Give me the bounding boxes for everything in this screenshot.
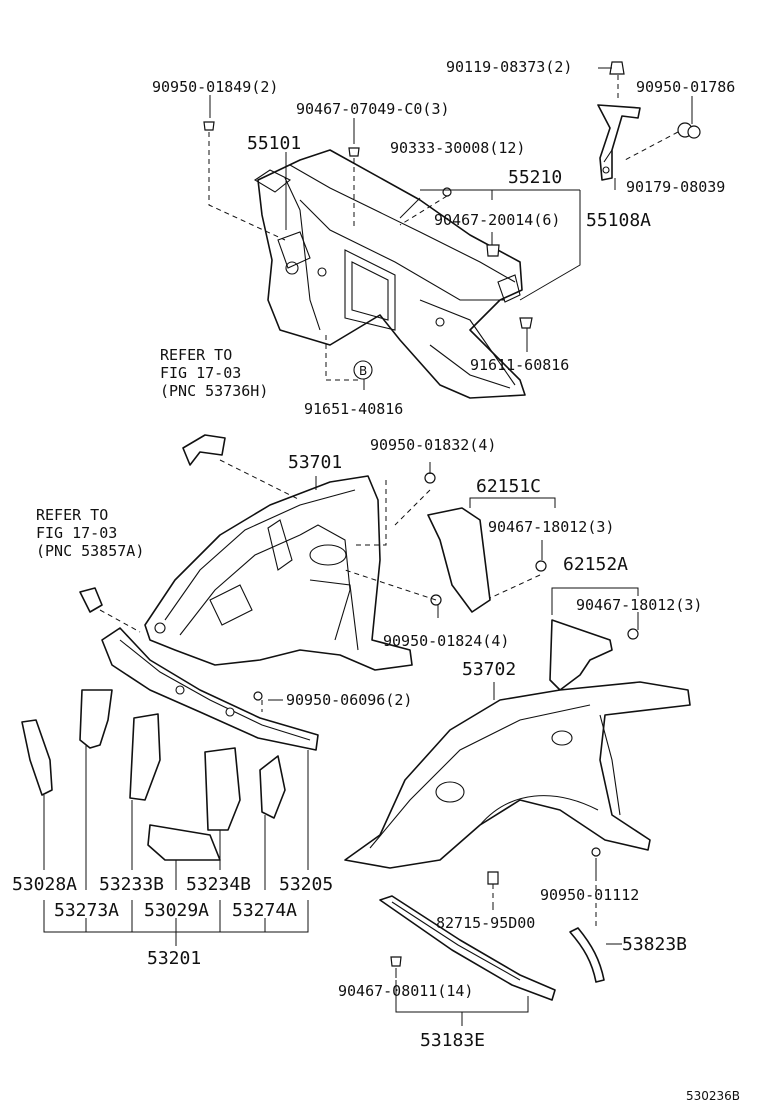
callout-90333-30008: 90333-30008(12) bbox=[390, 139, 525, 157]
callout-55101: 55101 bbox=[247, 133, 301, 154]
radiator-support-assembly bbox=[253, 149, 526, 399]
callout-90950-01849: 90950-01849(2) bbox=[152, 78, 278, 96]
callout-91611-60816: 91611-60816 bbox=[470, 356, 569, 374]
leader-lines bbox=[43, 67, 693, 1026]
left-reference-bracket bbox=[79, 587, 103, 613]
callout-53701: 53701 bbox=[288, 452, 342, 473]
callout-90467-08011: 90467-08011(14) bbox=[338, 982, 473, 1000]
front-side-member bbox=[101, 627, 319, 751]
callout-90467-18012-a: 90467-18012(3) bbox=[488, 518, 614, 536]
callout-53233b: 53233B bbox=[99, 874, 164, 895]
callout-90950-01112: 90950-01112 bbox=[540, 886, 639, 904]
callout-53234b: 53234B bbox=[186, 874, 251, 895]
callout-90950-01786: 90950-01786 bbox=[636, 78, 735, 96]
callout-90467-18012-b: 90467-18012(3) bbox=[576, 596, 702, 614]
callout-53274a: 53274A bbox=[232, 900, 297, 921]
reference-notes: REFER TO FIG 17-03 (PNC 53736H) REFER TO… bbox=[36, 346, 268, 560]
refer-upper-line3: (PNC 53736H) bbox=[160, 382, 268, 400]
refer-upper-line2: FIG 17-03 bbox=[160, 364, 241, 382]
callout-90950-01832: 90950-01832(4) bbox=[370, 436, 496, 454]
callout-90950-06096: 90950-06096(2) bbox=[286, 691, 412, 709]
callout-91651-40816: 91651-40816 bbox=[304, 400, 403, 418]
callout-55210: 55210 bbox=[508, 167, 562, 188]
front-fender-apron-rh bbox=[344, 681, 691, 885]
apron-seals bbox=[253, 472, 639, 701]
b-mark-circle bbox=[353, 360, 373, 380]
callout-53702: 53702 bbox=[462, 659, 516, 680]
fender-seal-strip bbox=[569, 927, 605, 983]
callout-53201: 53201 bbox=[147, 948, 201, 969]
callout-53029a: 53029A bbox=[144, 900, 209, 921]
callout-90179-08039: 90179-08039 bbox=[626, 178, 725, 196]
refer-upper-line1: REFER TO bbox=[160, 346, 232, 364]
callout-82715-95d00: 82715-95D00 bbox=[436, 914, 535, 932]
callout-53823b: 53823B bbox=[622, 934, 687, 955]
callout-55108a: 55108A bbox=[586, 210, 651, 231]
refer-left-line1: REFER TO bbox=[36, 506, 108, 524]
callout-62152a: 62152A bbox=[563, 554, 628, 575]
callout-53183e: 53183E bbox=[420, 1030, 485, 1051]
front-fender-apron-lh bbox=[144, 475, 413, 671]
callout-90950-01824: 90950-01824(4) bbox=[383, 632, 509, 650]
refer-left-line2: FIG 17-03 bbox=[36, 524, 117, 542]
callout-b-mark: B bbox=[359, 364, 367, 378]
callout-53028a: 53028A bbox=[12, 874, 77, 895]
diagram-id: 530236B bbox=[686, 1089, 740, 1103]
apron-fender-seal-rail bbox=[379, 895, 556, 1001]
apron-reinforcement-brackets bbox=[21, 689, 286, 861]
callout-53205: 53205 bbox=[279, 874, 333, 895]
callout-53273a: 53273A bbox=[54, 900, 119, 921]
callout-62151c: 62151C bbox=[476, 476, 541, 497]
upper-reference-bracket bbox=[182, 434, 226, 466]
part-callouts: 90950-01849(2) 90467-07049-C0(3) 55101 9… bbox=[12, 58, 735, 1051]
hood-lock-support-bracket bbox=[597, 61, 701, 181]
refer-left-line3: (PNC 53857A) bbox=[36, 542, 144, 560]
callout-90119-08373: 90119-08373(2) bbox=[446, 58, 572, 76]
callout-90467-07049: 90467-07049-C0(3) bbox=[296, 100, 450, 118]
callout-90467-20014: 90467-20014(6) bbox=[434, 211, 560, 229]
